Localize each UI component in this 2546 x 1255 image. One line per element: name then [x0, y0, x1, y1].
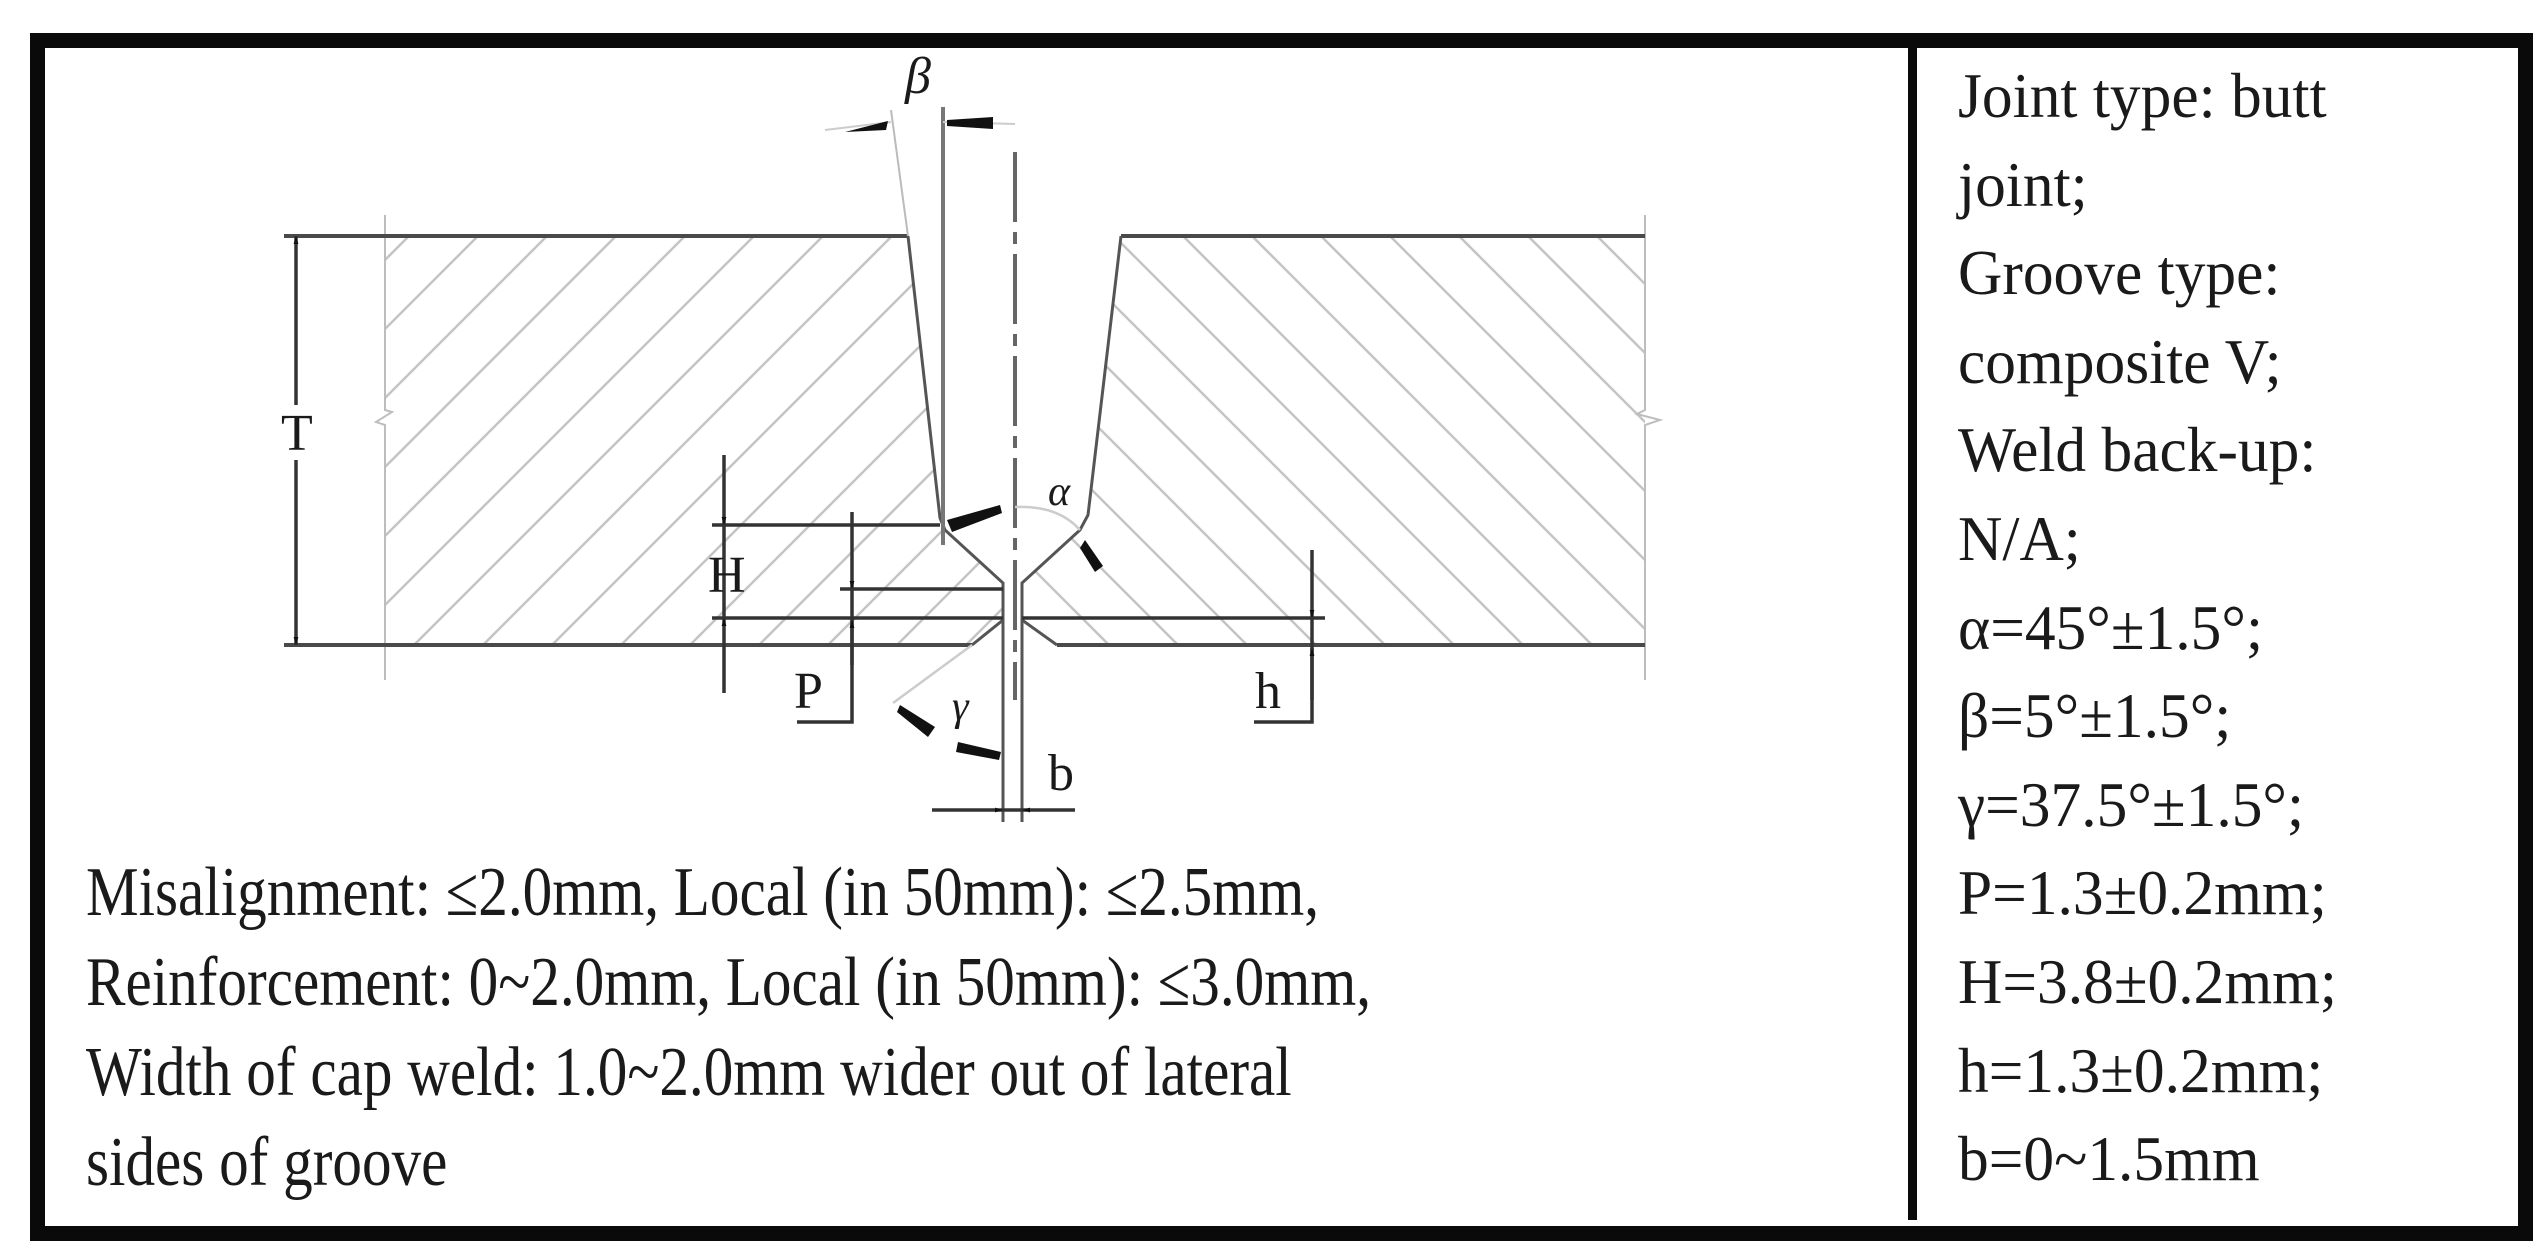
spec-mid-height: H=3.8±0.2mm; [1958, 945, 2337, 1017]
beta-dimension: β [824, 48, 1016, 545]
root-face-label: P [794, 663, 823, 720]
tolerance-notes: Misalignment: ≤2.0mm, Local (in 50mm): ≤… [86, 848, 1371, 1208]
column-divider [1908, 40, 1917, 1220]
spec-gamma: γ=37.5°±1.5°; [1958, 768, 2305, 840]
spec-weld-backup-value: N/A; [1958, 502, 2081, 574]
note-misalignment: Misalignment: ≤2.0mm, Local (in 50mm): ≤… [86, 854, 1320, 931]
note-reinforcement: Reinforcement: 0~2.0mm, Local (in 50mm):… [86, 944, 1372, 1021]
spec-joint-type: Joint type: butt [1958, 60, 2327, 131]
root-gap-label: b [1048, 745, 1074, 802]
spec-weld-backup: Weld back-up: [1958, 414, 2317, 486]
left-plate-hatch [385, 236, 1003, 645]
spec-root-face: P=1.3±0.2mm; [1958, 857, 2327, 929]
spec-joint-type-cont: joint; [1958, 148, 2088, 220]
joint-specifications: Joint type: butt joint; Groove type: com… [1958, 52, 2476, 1204]
spec-beta: β=5°±1.5°; [1958, 680, 2232, 752]
spec-root-gap: b=0~1.5mm [1958, 1123, 2260, 1195]
spec-groove-type: Groove type: [1958, 237, 2281, 309]
spec-alpha: α=45°±1.5°; [1958, 591, 2264, 663]
spec-back-height: h=1.3±0.2mm; [1958, 1034, 2324, 1106]
gamma-label: γ [952, 684, 970, 730]
gamma-dimension: γ [892, 643, 1001, 760]
plate-outlines [284, 234, 1645, 647]
thickness-dimension: T [278, 236, 314, 645]
break-lines [373, 215, 1664, 680]
note-cap-width-cont: sides of groove [86, 1124, 448, 1201]
alpha-dimension: α [947, 469, 1103, 572]
spec-groove-type-value: composite V; [1958, 325, 2282, 397]
back-height-dimension [1022, 550, 1325, 724]
beta-label: β [904, 48, 931, 105]
root-gap-lines [1001, 583, 1024, 822]
back-height-label: h [1255, 663, 1281, 720]
h-upper-dimension [712, 455, 1003, 693]
figure-frame [30, 33, 2533, 1241]
alpha-label: α [1048, 469, 1071, 515]
thickness-label: T [281, 405, 313, 462]
note-cap-width: Width of cap weld: 1.0~2.0mm wider out o… [86, 1034, 1292, 1111]
h-upper-label: H [708, 547, 746, 604]
root-face-dimension [797, 512, 1003, 724]
root-gap-dimension: b [932, 745, 1075, 813]
groove-profile [906, 235, 1123, 647]
